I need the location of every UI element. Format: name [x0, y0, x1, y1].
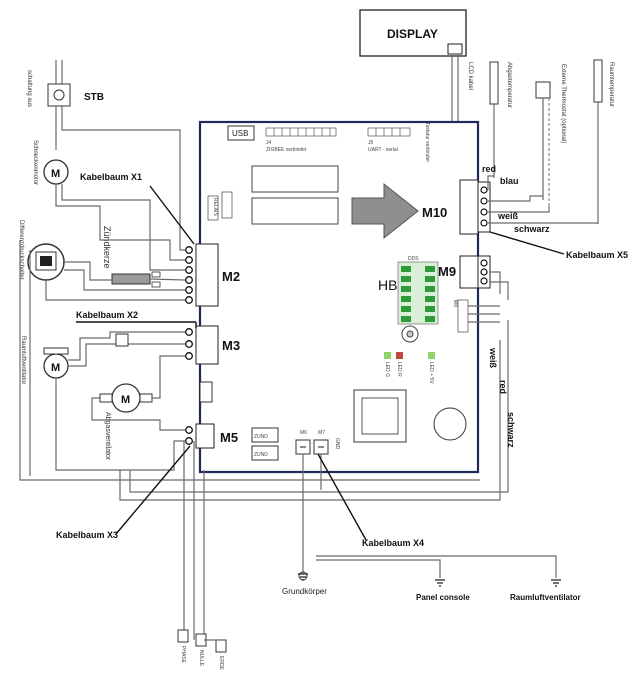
lcd-cable-label: LCD kabel — [467, 62, 473, 90]
gnd-label: GND — [334, 438, 340, 450]
zund-label-1: ZUND — [254, 434, 268, 440]
feed-motor: M Schneckenmotor — [32, 140, 69, 185]
m9-label: M9 — [438, 264, 456, 279]
wire-schwarz-top: schwarz — [514, 224, 550, 234]
led-5v-label: LED + 5V — [428, 362, 434, 384]
m3-connector — [185, 325, 219, 365]
display-module: DISPLAY — [359, 9, 467, 57]
exhaust-fan-label: Abgasventilator — [104, 412, 111, 461]
harness-x2-label: Kabelbaum X2 — [76, 310, 138, 320]
fuse-labels: RELAIS — [207, 191, 233, 221]
j5-label: J5 — [368, 140, 374, 146]
exhaust-temp-label: Abgastemperatur — [506, 62, 512, 108]
pressure-switch-label: Differenzdruckschalter — [18, 220, 24, 280]
j4-label: J4 — [266, 140, 272, 146]
status-leds: LED G LED R LED + 5V — [384, 352, 435, 384]
stb-switch: STB schaltung aus — [26, 60, 104, 107]
relais-label: RELAIS — [212, 198, 218, 216]
igniter-label: Zündkerze — [102, 226, 112, 269]
harness-x1: Kabelbaum X1 — [80, 172, 195, 245]
room-air-fan-ground: Raumluftventilator — [510, 579, 581, 602]
ground-body-label: Grundkörper — [282, 587, 327, 596]
harness-x4: Kabelbaum X4 — [317, 453, 424, 548]
wire-weiss-side: weiß — [488, 347, 498, 369]
m6-label: M6 — [300, 430, 307, 436]
external-thermostat: Externe Thermostat (optional) — [535, 64, 566, 206]
harness-x5: Kabelbaum X5 — [489, 231, 628, 260]
m5-connector — [185, 423, 215, 449]
m3-label: M3 — [222, 338, 240, 353]
room-fan-label: Raumluftventilator — [20, 336, 26, 384]
uart-header: J5 UART - serial — [367, 127, 411, 153]
stb-label: STB — [84, 92, 104, 103]
phase-label: PHASE — [180, 646, 186, 664]
usb-label: USB — [232, 129, 248, 138]
harness-x3: Kabelbaum X3 — [56, 445, 191, 540]
igniter: Zündkerze — [102, 226, 151, 285]
m4-connector — [199, 381, 213, 403]
room-fan-letter: M — [51, 362, 60, 374]
dds-module: DDS — [397, 256, 439, 343]
room-fan-motor: M Raumluftventilator — [20, 336, 69, 384]
wire-blau: blau — [500, 176, 519, 186]
exhaust-temp-sensor: Abgastemperatur — [489, 61, 512, 178]
igniter-terminals: ZUND ZUND — [251, 427, 279, 461]
wire-weiss-top: weiß — [497, 211, 519, 221]
pressure-switch: Differenzdruckschalter — [18, 220, 65, 281]
mains-terminals: PHASE NULLE ERDE — [177, 629, 227, 671]
stb-sublabel: schaltung aus — [26, 70, 32, 107]
led-r-label: LED R — [396, 362, 402, 377]
harness-x3-label: Kabelbaum X3 — [56, 530, 118, 540]
led-g-label: LED G — [384, 362, 390, 377]
harness-x2: Kabelbaum X2 — [76, 310, 197, 328]
wire-red-top: red — [482, 164, 496, 174]
relay-2 — [251, 197, 339, 225]
m10-label: M10 — [422, 205, 447, 220]
right-wiring — [487, 175, 598, 300]
external-thermostat-label: Externe Thermostat (optional) — [560, 64, 566, 143]
display-title: DISPLAY — [387, 27, 438, 41]
feed-motor-label: Schneckenmotor — [32, 140, 38, 185]
m2-label: M2 — [222, 269, 240, 284]
exhaust-fan-motor: M Abgasventilator — [99, 383, 153, 461]
harness-x5-label: Kabelbaum X5 — [566, 250, 628, 260]
room-air-fan-label: Raumluftventilator — [510, 593, 581, 602]
uart-label: UART - serial — [368, 147, 398, 153]
m8-label: M8 — [452, 300, 458, 307]
m2-connector — [185, 243, 219, 307]
room-temp-sensor: Raumtemperatur — [593, 59, 614, 224]
harness-x1-label: Kabelbaum X1 — [80, 172, 142, 182]
capacitor — [433, 407, 467, 441]
harness-x4-label: Kabelbaum X4 — [362, 538, 424, 548]
bottom-wiring — [119, 320, 557, 640]
room-temp-label: Raumtemperatur — [608, 62, 614, 107]
m5-label: M5 — [220, 430, 238, 445]
zigbee-header: J4 ZIGBEE verbinder — [265, 127, 337, 153]
m8-header: M8 — [452, 299, 500, 333]
ground-body: Grundkörper — [282, 571, 327, 596]
zigbee-label: ZIGBEE verbinder — [266, 147, 307, 153]
m9-connector — [459, 255, 491, 289]
m10-arrow — [351, 182, 419, 240]
dds-label: DDS — [408, 256, 419, 262]
nulle-label: NULLE — [198, 650, 204, 667]
wire-schwarz-side: schwarz — [506, 412, 516, 448]
feed-motor-letter: M — [51, 168, 60, 180]
panel-console-ground: Panel console — [416, 579, 470, 602]
exhaust-fan-letter: M — [121, 394, 130, 406]
erde-label: ERDE — [218, 656, 224, 671]
usb-port — [227, 125, 255, 141]
m10-connector — [459, 179, 491, 235]
left-wiring — [19, 106, 480, 481]
m7-label: M7 — [318, 430, 325, 436]
keyboard-connector-label: Tastatur verbinder — [424, 122, 430, 162]
transformer — [353, 389, 407, 443]
panel-console-label: Panel console — [416, 593, 470, 602]
m6-m7-terminals: M6 M7 GND — [295, 430, 340, 455]
relay-1 — [251, 165, 339, 193]
zund-label-2: ZUND — [254, 452, 268, 458]
wire-red-side: red — [498, 380, 508, 394]
